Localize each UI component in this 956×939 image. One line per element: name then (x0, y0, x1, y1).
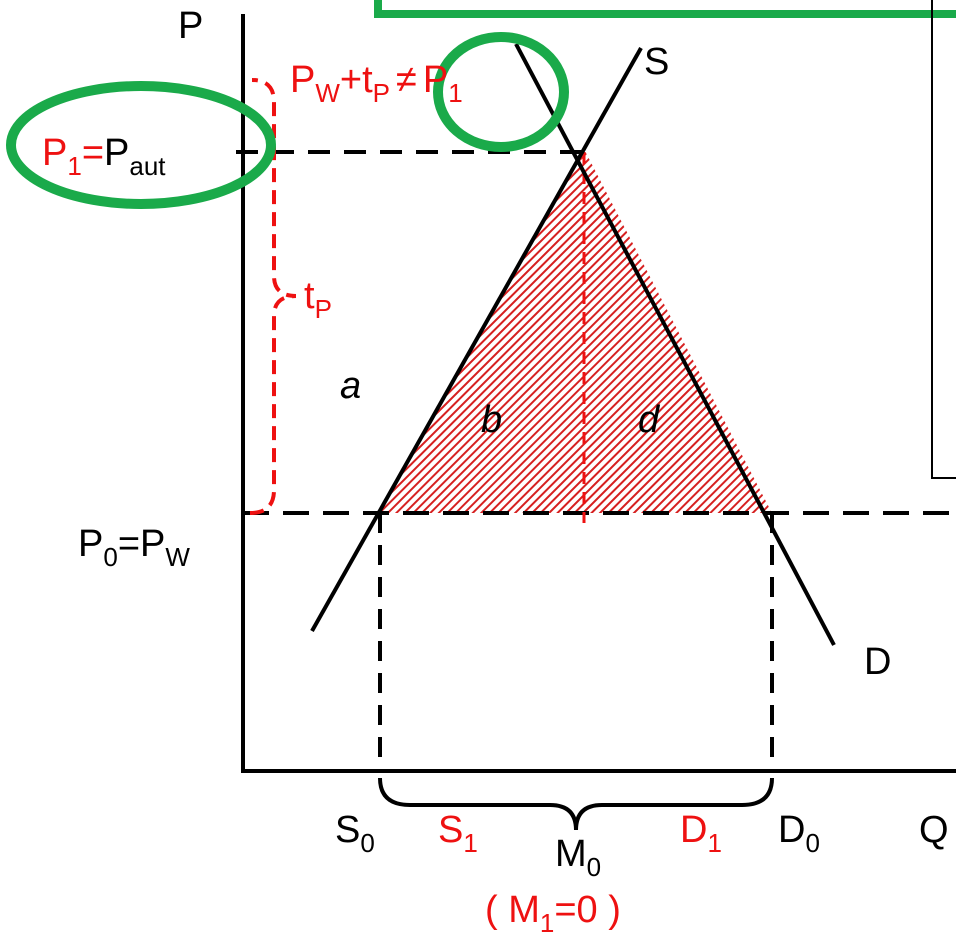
highlight-banner (374, 0, 956, 18)
supply-label: S (644, 41, 669, 83)
tariff-bracket (249, 78, 297, 515)
shaded-triangle (380, 149, 772, 513)
tariff-inequality-note: PW+tP≠P1 (290, 59, 463, 108)
supply-curve (310, 47, 643, 632)
side-box (931, 0, 956, 479)
p1-note-highlight-circle (433, 32, 569, 152)
p1-paut-label: P1=Paut (42, 132, 166, 181)
area-a-label: a (340, 365, 361, 407)
demand-curve (514, 43, 836, 646)
p1-highlight-circle (6, 81, 276, 209)
s0-label: S0 (335, 809, 375, 858)
m1-label: ( M1=0 ) (485, 889, 621, 938)
area-d-label: d (638, 399, 661, 441)
y-axis-label: P (178, 5, 203, 47)
tariff-label: tP (304, 275, 332, 324)
demand-label: D (864, 641, 891, 683)
x-axis-label: Q (919, 809, 949, 851)
s1-label: S1 (438, 809, 478, 858)
area-b-label: b (481, 399, 502, 441)
p0-pw-label: P0=PW (78, 523, 190, 572)
m0-label: M0 (555, 833, 601, 882)
imports-brace (378, 777, 774, 831)
d1-label: D1 (680, 809, 722, 858)
d0-label: D0 (778, 809, 820, 858)
